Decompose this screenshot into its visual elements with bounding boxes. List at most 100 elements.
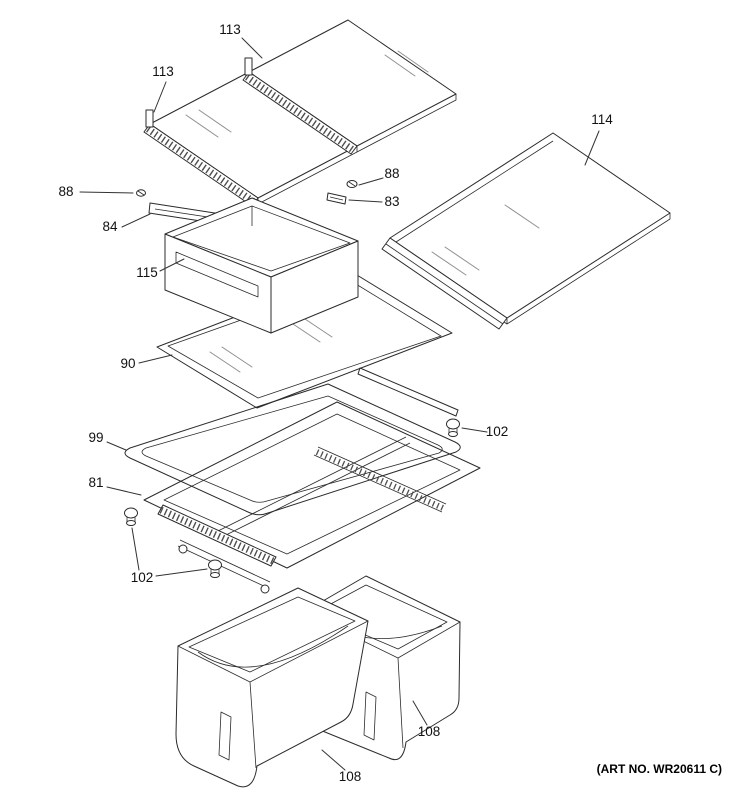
leader-line (121, 213, 151, 228)
frame-81-inner (163, 413, 461, 555)
shelf-assembly-113 (143, 19, 457, 207)
shelf-114-glass (389, 132, 671, 319)
callout-114: 114 (584, 112, 613, 166)
callout-label-115: 115 (136, 265, 158, 280)
callout-label-102-right: 102 (486, 424, 509, 439)
callout-label-113-top: 113 (219, 22, 241, 37)
callout-label-90: 90 (120, 356, 135, 371)
callouts: 113 113 114 88 84 88 83 115 (58, 22, 613, 784)
callout-113-left: 113 (152, 64, 174, 113)
drawer-115-front-recess (175, 251, 259, 298)
callout-label-88-left: 88 (58, 184, 73, 199)
callout-113-top: 113 (219, 22, 263, 59)
shelf-113-shine (185, 50, 429, 138)
frame-81-roller-right (260, 584, 270, 594)
bin-108-left-handle (218, 711, 232, 761)
bin-108-left-edges (177, 620, 369, 769)
screw-88-left (136, 189, 146, 197)
callout-label-114: 114 (591, 112, 613, 127)
bracket-83-line (329, 196, 344, 201)
bin-108-left (175, 587, 369, 788)
drawer-115 (164, 197, 359, 334)
frame-81-outer (143, 401, 481, 569)
callout-108-right: 108 (412, 700, 441, 739)
leader-line (131, 527, 208, 577)
screw-88-left-slot (137, 190, 145, 196)
callout-84: 84 (102, 213, 151, 234)
callout-label-102-left: 102 (131, 570, 154, 585)
screw-88-right (346, 180, 358, 188)
bin-108-left-rim-inner (188, 596, 356, 673)
gasket-99-inner (141, 395, 443, 503)
leader-line (584, 130, 600, 166)
callout-88-left: 88 (58, 184, 134, 199)
leader-line (358, 177, 384, 186)
callout-108-left: 108 (321, 749, 362, 784)
frame-81 (143, 401, 481, 594)
clip-102-left-upper (124, 507, 138, 526)
callout-label-108-right: 108 (418, 724, 441, 739)
callout-label-108-left: 108 (339, 769, 362, 784)
callout-label-99: 99 (88, 430, 103, 445)
trim-bar-lines (357, 367, 459, 417)
frame-81-divider (215, 436, 411, 539)
frame-81-ladder-rails (313, 446, 447, 513)
glass-90 (156, 271, 453, 409)
glass-90-panel (156, 271, 453, 409)
bin-108-right-handle (363, 691, 377, 741)
bracket-83 (326, 192, 347, 205)
callout-label-88-right: 88 (384, 166, 399, 181)
callout-83: 83 (348, 194, 400, 209)
leader-line (461, 427, 488, 433)
frame-81-slide-bar (177, 539, 271, 589)
callout-label-113-left: 113 (152, 64, 174, 79)
drawer-115-side-face (270, 240, 359, 334)
clip-102-right-base (448, 431, 458, 437)
frame-81-roller-left (178, 544, 188, 554)
clip-102-left-upper-head (124, 507, 138, 519)
clip-102-left-upper-base (126, 520, 136, 526)
leader-line (348, 199, 383, 203)
callout-99: 99 (88, 430, 127, 451)
leader-line (412, 700, 428, 726)
leader-line (321, 749, 346, 771)
clip-102-right-head (446, 418, 460, 430)
drawer-115-rim-inner (172, 205, 351, 272)
clip-102-left-lower-head (208, 559, 222, 571)
callout-label-81: 81 (88, 475, 103, 490)
art-number-note: (ART NO. WR20611 C) (597, 762, 722, 776)
glass-90-inner-edge (167, 280, 442, 399)
shelf-113-left-bracket (145, 109, 154, 128)
callout-88-right: 88 (358, 166, 400, 186)
callout-102-right: 102 (461, 424, 509, 439)
leader-line (106, 486, 142, 496)
callout-label-83: 83 (384, 194, 399, 209)
bin-108-right-rim-inner (313, 584, 448, 650)
callout-115: 115 (136, 258, 185, 280)
leader-line (159, 258, 185, 272)
bin-108-left-body (175, 587, 369, 788)
shelf-114-back-edge-line (395, 140, 554, 243)
shelf-114-shine (431, 204, 540, 276)
gasket-99 (124, 383, 461, 516)
callout-label-84: 84 (102, 219, 118, 234)
shelf-113-right-rail-hatch (245, 74, 355, 153)
leader-line (153, 81, 167, 113)
callout-90: 90 (120, 354, 173, 371)
clip-102-right (446, 418, 460, 437)
leader-line (241, 37, 263, 59)
leader-line (79, 191, 134, 194)
shelf-113-right-bracket (244, 57, 253, 76)
glass-90-shine (209, 316, 333, 373)
leader-line (106, 441, 127, 451)
shelf-114 (381, 132, 671, 330)
shelf-114-front-rail (381, 237, 508, 330)
callout-81: 81 (88, 475, 142, 496)
leader-line (138, 354, 173, 364)
shelf-113-left-rail-hatch (146, 126, 256, 205)
bin-108-left-floor-line (197, 625, 349, 668)
callout-102-left: 102 (131, 527, 208, 585)
shelf-114-front-rail-line (385, 243, 504, 325)
